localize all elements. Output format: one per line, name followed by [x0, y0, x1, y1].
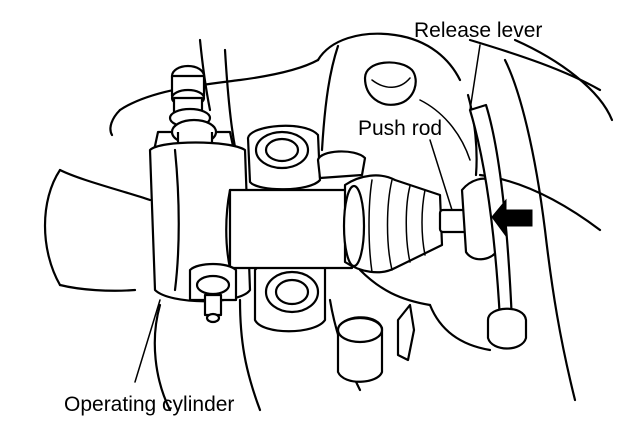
direction-arrow [491, 198, 533, 238]
label-push-rod: Push rod [358, 117, 443, 140]
push-rod [429, 139, 472, 234]
cylinder-barrel [225, 188, 354, 270]
operating-cylinder-body [148, 141, 252, 303]
release-lever [460, 44, 528, 350]
mounting-bolt-collar-lower [253, 258, 327, 333]
transmission-housing [43, 32, 614, 412]
housing-plug-upper [363, 61, 417, 106]
mounting-bolt-lower [336, 303, 416, 383]
mounting-bolt-collar-upper [246, 124, 367, 191]
dust-boot [342, 174, 444, 274]
leader-lines [134, 299, 161, 383]
bleeder-screw [188, 262, 238, 324]
label-operating-cylinder: Operating cylinder [64, 393, 235, 416]
label-release-lever: Release lever [414, 19, 543, 42]
